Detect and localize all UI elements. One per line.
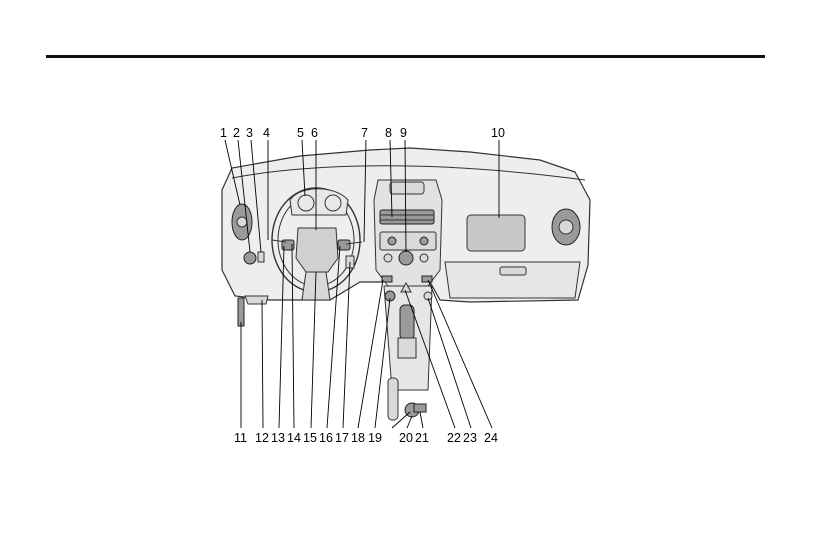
headlamp-switch xyxy=(243,251,257,265)
callout-2: 2 xyxy=(233,126,240,140)
callout-16: 16 xyxy=(319,431,333,445)
steering-hub xyxy=(295,227,339,273)
callout-23: 23 xyxy=(463,431,477,445)
callouts-bottom: 11 12 13 14 15 16 17 18 19 20 21 22 23 2… xyxy=(234,431,498,445)
center-vents xyxy=(379,209,435,225)
callout-7: 7 xyxy=(361,126,368,140)
callout-18: 18 xyxy=(351,431,365,445)
leader-lines xyxy=(224,139,500,429)
audio-panel xyxy=(379,231,437,251)
callout-17: 17 xyxy=(335,431,349,445)
callout-15: 15 xyxy=(303,431,317,445)
callout-19: 19 xyxy=(368,431,382,445)
hood-release xyxy=(237,297,245,327)
parking-brake xyxy=(387,377,399,421)
callout-4: 4 xyxy=(263,126,270,140)
right-wheel-controls xyxy=(337,239,351,251)
glovebox-handle xyxy=(499,266,527,276)
callout-13: 13 xyxy=(271,431,285,445)
passenger-panel xyxy=(444,261,581,299)
instrument-dimmer xyxy=(257,251,265,263)
callout-3: 3 xyxy=(246,126,253,140)
header-rule xyxy=(46,55,765,58)
callout-11: 11 xyxy=(234,431,247,445)
callout-10: 10 xyxy=(491,126,505,140)
callout-22: 22 xyxy=(447,431,461,445)
passenger-airbag-panel xyxy=(466,214,526,252)
center-display xyxy=(389,181,425,195)
callout-24: 24 xyxy=(484,431,498,445)
callout-8: 8 xyxy=(385,126,392,140)
callout-14: 14 xyxy=(287,431,301,445)
left-wheel-controls xyxy=(281,239,295,251)
callout-9: 9 xyxy=(400,126,407,140)
climate-knob xyxy=(398,250,414,266)
callout-6: 6 xyxy=(311,126,318,140)
callout-21: 21 xyxy=(415,431,429,445)
callout-5: 5 xyxy=(297,126,304,140)
callout-20: 20 xyxy=(399,431,413,445)
callout-12: 12 xyxy=(255,431,269,445)
callouts-top: 1 2 3 4 5 6 7 8 9 10 xyxy=(220,126,505,140)
console-switch xyxy=(413,403,427,413)
callout-1: 1 xyxy=(220,126,227,140)
